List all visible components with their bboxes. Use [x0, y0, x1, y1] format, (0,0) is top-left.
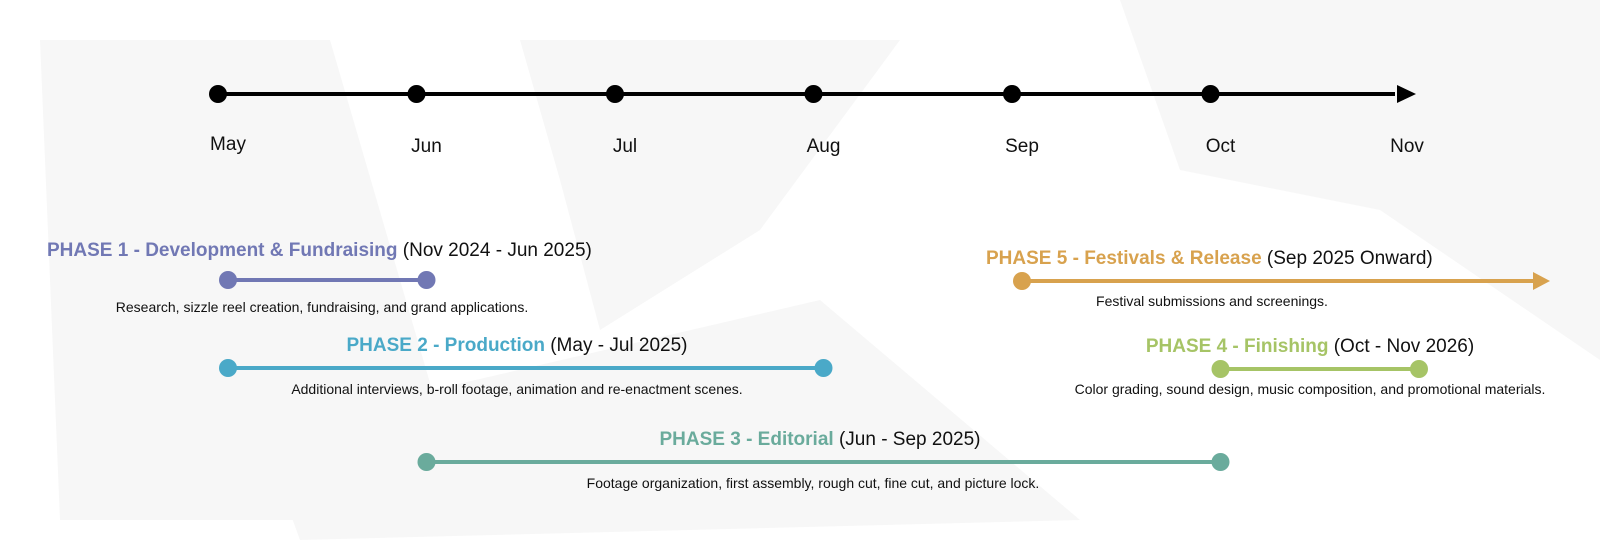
month-label-nov: Nov [1390, 136, 1424, 157]
axis-tick-sep [1003, 85, 1021, 103]
phase-title: PHASE 1 - Development & Fundraising (Nov… [47, 240, 592, 261]
phase-description: Research, sizzle reel creation, fundrais… [116, 299, 528, 315]
phase-dates: (May - Jul 2025) [545, 335, 688, 356]
month-label-jul: Jul [613, 136, 637, 157]
phase-name: PHASE 2 - Production [346, 335, 544, 356]
axis-tick-oct [1201, 85, 1220, 103]
phase-name: PHASE 5 - Festivals & Release [986, 248, 1262, 269]
phase-title: PHASE 3 - Editorial (Jun - Sep 2025) [659, 429, 980, 450]
month-label-oct: Oct [1206, 136, 1236, 157]
phase-4: PHASE 4 - Finishing (Oct - Nov 2026) Colo… [1075, 336, 1546, 397]
background-watermark [40, 0, 1600, 540]
phase-name: PHASE 1 - Development & Fundraising [47, 240, 398, 261]
phase-description: Festival submissions and screenings. [1096, 293, 1328, 309]
phase-start-dot [1211, 360, 1230, 378]
phase-dates: (Nov 2024 - Jun 2025) [398, 240, 592, 261]
phase-arrowhead [1533, 272, 1550, 290]
phase-start-dot [219, 271, 237, 289]
month-axis: May Jun Jul Aug Sep Oct Nov [209, 85, 1424, 157]
month-label-jun: Jun [411, 136, 442, 157]
phase-title: PHASE 2 - Production (May - Jul 2025) [346, 335, 687, 356]
phase-start-dot [1013, 272, 1031, 290]
phase-5: PHASE 5 - Festivals & Release (Sep 2025 … [986, 248, 1550, 309]
phase-description: Additional interviews, b-roll footage, a… [291, 381, 742, 397]
month-label-may: May [210, 134, 246, 155]
phase-description: Color grading, sound design, music compo… [1075, 381, 1546, 397]
phase-list: PHASE 1 - Development & Fundraising (Nov… [47, 240, 1550, 491]
month-label-sep: Sep [1005, 136, 1039, 157]
phase-start-dot [417, 453, 436, 471]
phase-title: PHASE 5 - Festivals & Release (Sep 2025 … [986, 248, 1433, 269]
phase-end-dot [417, 271, 436, 289]
watermark-shape-right [1120, 0, 1600, 360]
phase-dates: (Sep 2025 Onward) [1262, 248, 1433, 269]
phase-description: Footage organization, first assembly, ro… [587, 475, 1040, 491]
phase-end-dot [1410, 360, 1428, 378]
axis-arrowhead [1397, 85, 1416, 103]
axis-tick-jun [407, 85, 426, 103]
phase-dates: (Oct - Nov 2026) [1328, 336, 1474, 357]
phase-dates: (Jun - Sep 2025) [834, 429, 981, 450]
phase-1: PHASE 1 - Development & Fundraising (Nov… [47, 240, 592, 315]
axis-tick-aug [804, 85, 823, 103]
phase-name: PHASE 3 - Editorial [659, 429, 833, 450]
axis-tick-jul [606, 85, 624, 103]
phase-name: PHASE 4 - Finishing [1146, 336, 1329, 357]
phase-end-dot [814, 359, 833, 377]
month-label-aug: Aug [807, 136, 841, 157]
phase-title: PHASE 4 - Finishing (Oct - Nov 2026) [1146, 336, 1474, 357]
phase-start-dot [219, 359, 237, 377]
watermark-shape-lower [260, 300, 1080, 540]
axis-tick-may [209, 85, 227, 103]
phase-end-dot [1211, 453, 1230, 471]
watermark-shape-mid [520, 40, 900, 330]
phase-3: PHASE 3 - Editorial (Jun - Sep 2025) Foot… [417, 429, 1230, 491]
phase-2: PHASE 2 - Production (May - Jul 2025) Add… [219, 335, 833, 397]
